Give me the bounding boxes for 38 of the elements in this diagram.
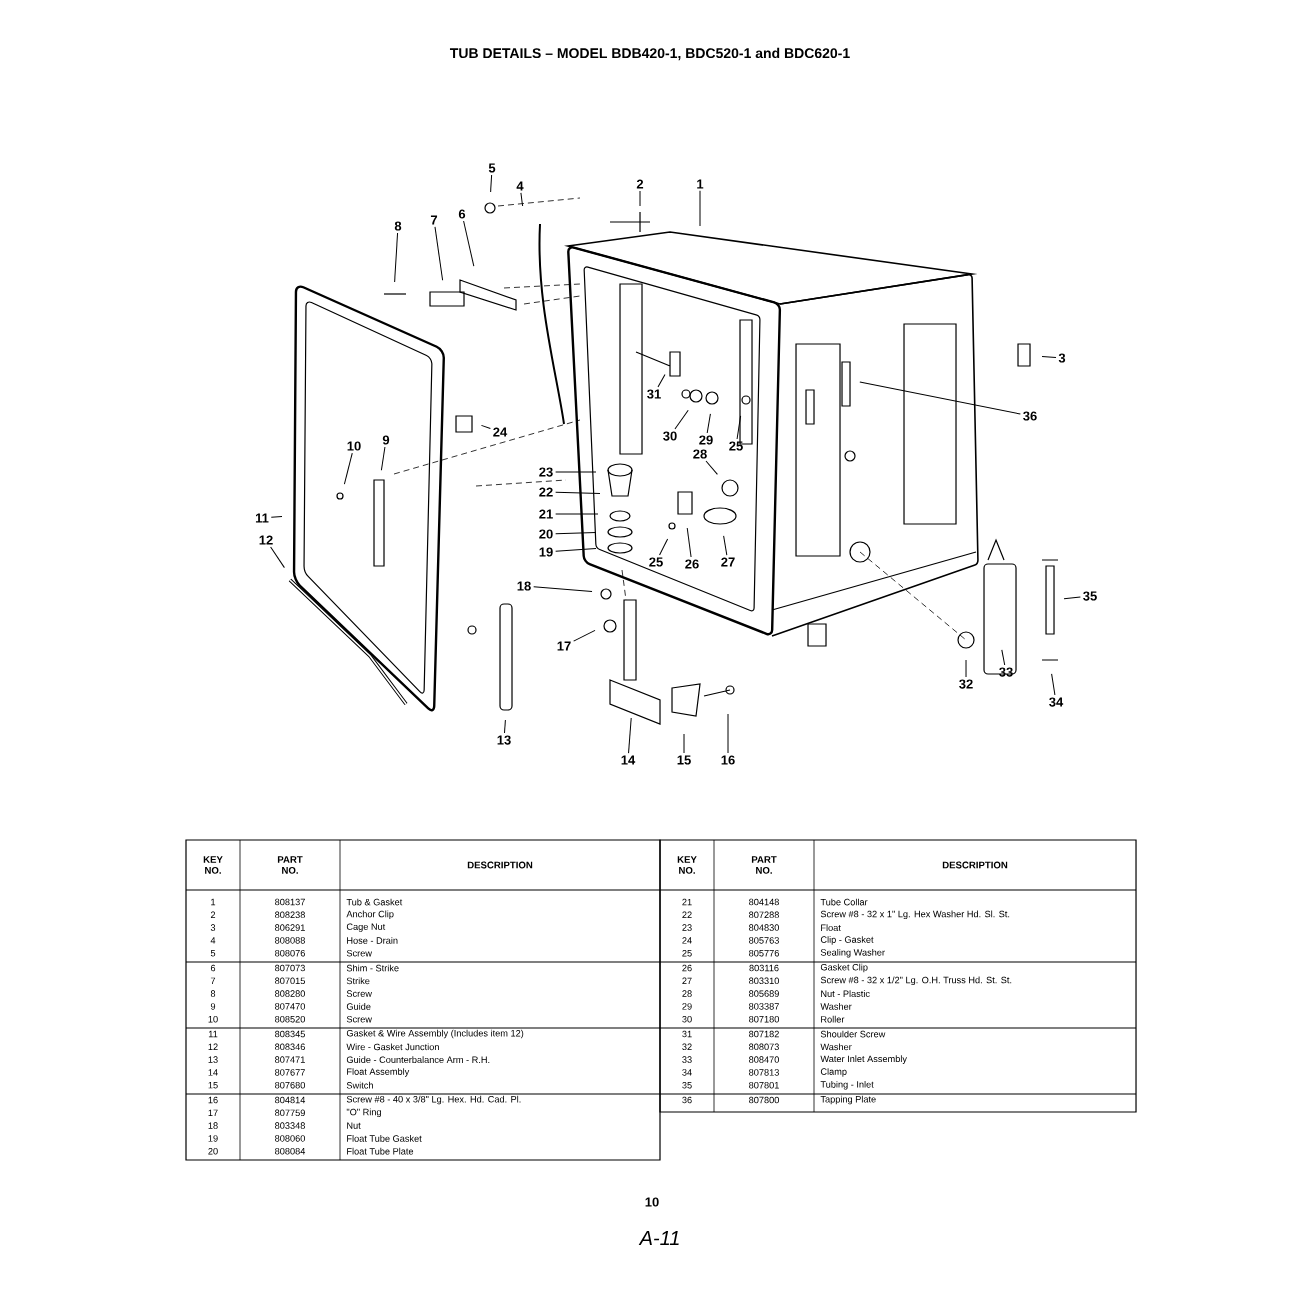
leader-line <box>480 424 491 430</box>
leader-line <box>628 717 632 754</box>
leader-line <box>706 413 711 434</box>
leader-line <box>659 538 669 556</box>
leader-line <box>343 452 353 485</box>
handwritten-note: A-11 <box>638 1231 679 1245</box>
leader-line <box>555 513 599 515</box>
leader-line <box>699 190 701 227</box>
leader-line <box>270 516 283 518</box>
leader-line <box>705 460 718 475</box>
leader-line <box>270 546 285 569</box>
leader-line <box>463 220 475 267</box>
leader-line <box>639 190 641 207</box>
leader-line <box>434 226 444 281</box>
leader-line <box>555 548 597 552</box>
leader-line <box>394 232 399 283</box>
leader-line <box>1063 596 1081 600</box>
leader-line <box>573 629 596 642</box>
leader-line <box>555 491 601 495</box>
leader-line <box>723 535 728 556</box>
leader-line <box>859 381 1021 415</box>
leader-line <box>490 174 493 193</box>
leader-line <box>657 374 666 388</box>
leader-line <box>1051 673 1056 696</box>
leader-line <box>965 659 967 678</box>
leader-line <box>686 527 692 558</box>
leader-line <box>555 471 597 473</box>
leader-line <box>727 713 729 754</box>
leader-line <box>1041 356 1057 359</box>
leader-line <box>380 446 386 471</box>
leader-line <box>520 192 524 207</box>
leader-line <box>736 415 742 440</box>
leader-line <box>674 409 689 430</box>
leader-line <box>683 733 685 754</box>
leader-line <box>1001 649 1006 666</box>
leader-line <box>555 531 597 535</box>
leader-line <box>533 586 593 592</box>
leader-line <box>504 719 506 734</box>
